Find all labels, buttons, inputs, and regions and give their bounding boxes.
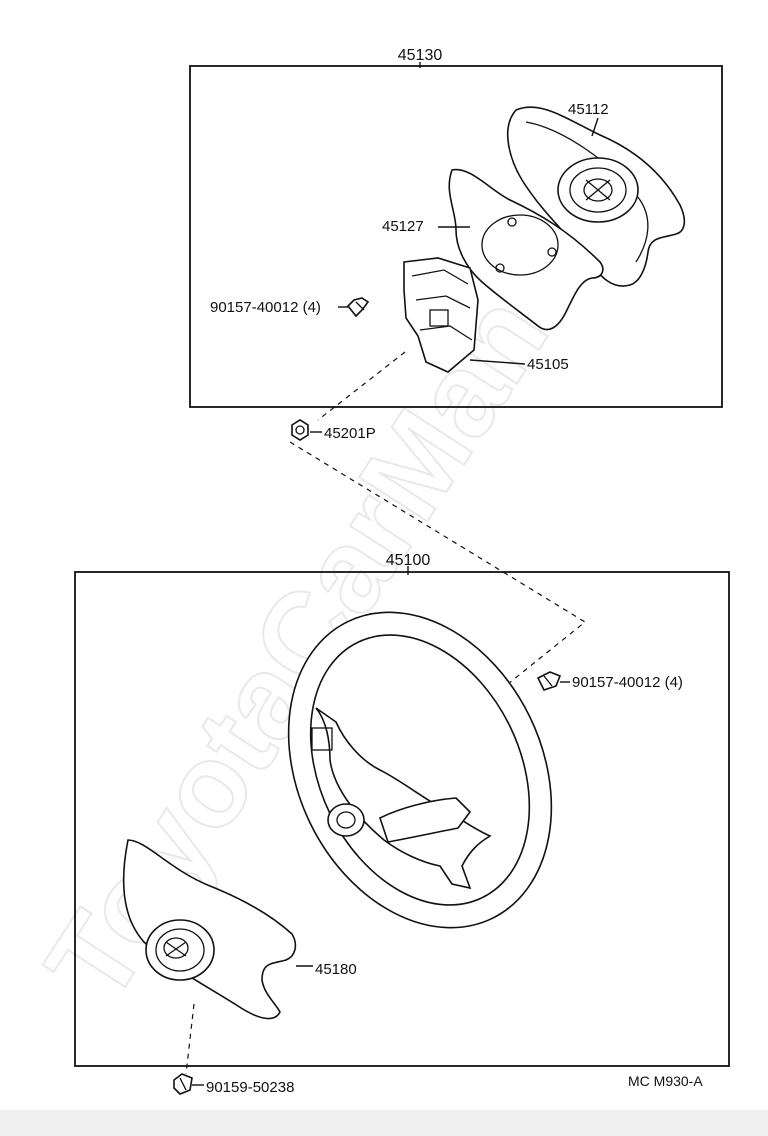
- bracket-45105[interactable]: [403, 257, 479, 373]
- upper-group-frame: [189, 65, 723, 408]
- watermark-text: ToyotaCarManu: [21, 212, 613, 1024]
- upper-group-45130: 45130: [189, 47, 723, 408]
- part-label-45112[interactable]: 45112: [568, 101, 609, 118]
- lower-group-number[interactable]: 45100: [386, 552, 431, 569]
- horn-pad-cover-45112[interactable]: [506, 106, 686, 287]
- assembly-line-horn-to-bolt: [185, 1003, 195, 1075]
- part-label-45127[interactable]: 45127: [382, 218, 424, 235]
- steering-wheel-45100[interactable]: [238, 568, 602, 972]
- inner-plate-45127[interactable]: [448, 168, 604, 331]
- leader-45105: [469, 359, 526, 365]
- nut-45201P[interactable]: [291, 419, 309, 441]
- part-label-45180[interactable]: 45180: [315, 961, 357, 978]
- figure-code: MC M930-A: [628, 1073, 703, 1089]
- screw-upper-90157[interactable]: [346, 297, 370, 318]
- part-label-90157-lower[interactable]: 90157-40012 (4): [572, 674, 683, 691]
- screw-lower-90157[interactable]: [536, 671, 562, 691]
- lower-group-frame: [74, 571, 730, 1067]
- part-label-45201P[interactable]: 45201P: [324, 425, 376, 442]
- steering-wheel-parts-diagram: ToyotaCarManu 45130 45112 45127 45105 9: [20, 47, 730, 1096]
- horn-pad-45180[interactable]: [122, 839, 297, 1020]
- lower-group-45100: 45100: [74, 552, 730, 1067]
- bolt-90159-50238[interactable]: [173, 1073, 193, 1095]
- assembly-line-nut-to-wheel: [289, 441, 587, 693]
- leader-45112: [591, 117, 599, 137]
- part-label-45105[interactable]: 45105: [527, 356, 569, 373]
- assembly-line-bracket-to-nut: [317, 351, 406, 421]
- upper-group-number[interactable]: 45130: [398, 47, 443, 64]
- part-label-90159-50238[interactable]: 90159-50238: [206, 1079, 294, 1096]
- part-label-90157-upper[interactable]: 90157-40012 (4): [210, 299, 321, 316]
- parts-diagram-page: ToyotaCarManu 45130 45112 45127 45105 9: [0, 0, 768, 1110]
